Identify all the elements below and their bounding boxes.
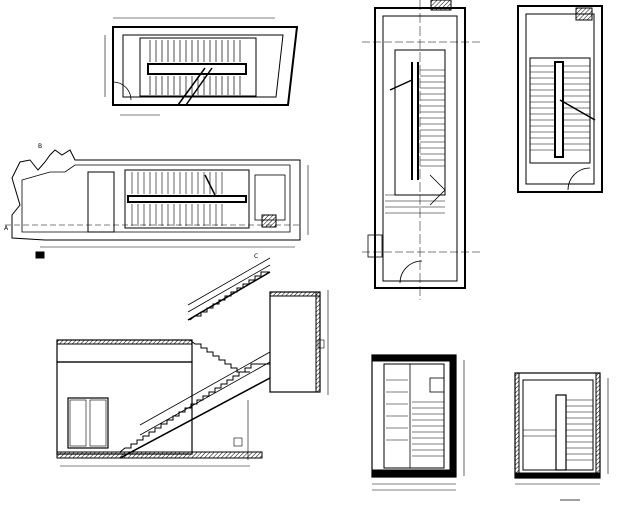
stair-treads bbox=[385, 69, 445, 214]
section-marker-c: C bbox=[254, 253, 258, 260]
stair-treads bbox=[149, 40, 241, 95]
plan-tall bbox=[362, 0, 480, 300]
plan-ground-long bbox=[5, 149, 309, 259]
section-long bbox=[56, 257, 329, 467]
section-marker-b: B bbox=[38, 143, 42, 150]
elevation-a bbox=[371, 354, 465, 491]
stair-treads bbox=[386, 379, 444, 457]
plan-right bbox=[517, 5, 603, 193]
plan-top-small bbox=[104, 17, 299, 116]
elevation-b bbox=[514, 372, 609, 501]
stair-treads bbox=[530, 65, 590, 151]
stair-treads bbox=[523, 399, 593, 461]
section-marker-a: A bbox=[4, 225, 9, 232]
stair-treads bbox=[131, 172, 223, 226]
